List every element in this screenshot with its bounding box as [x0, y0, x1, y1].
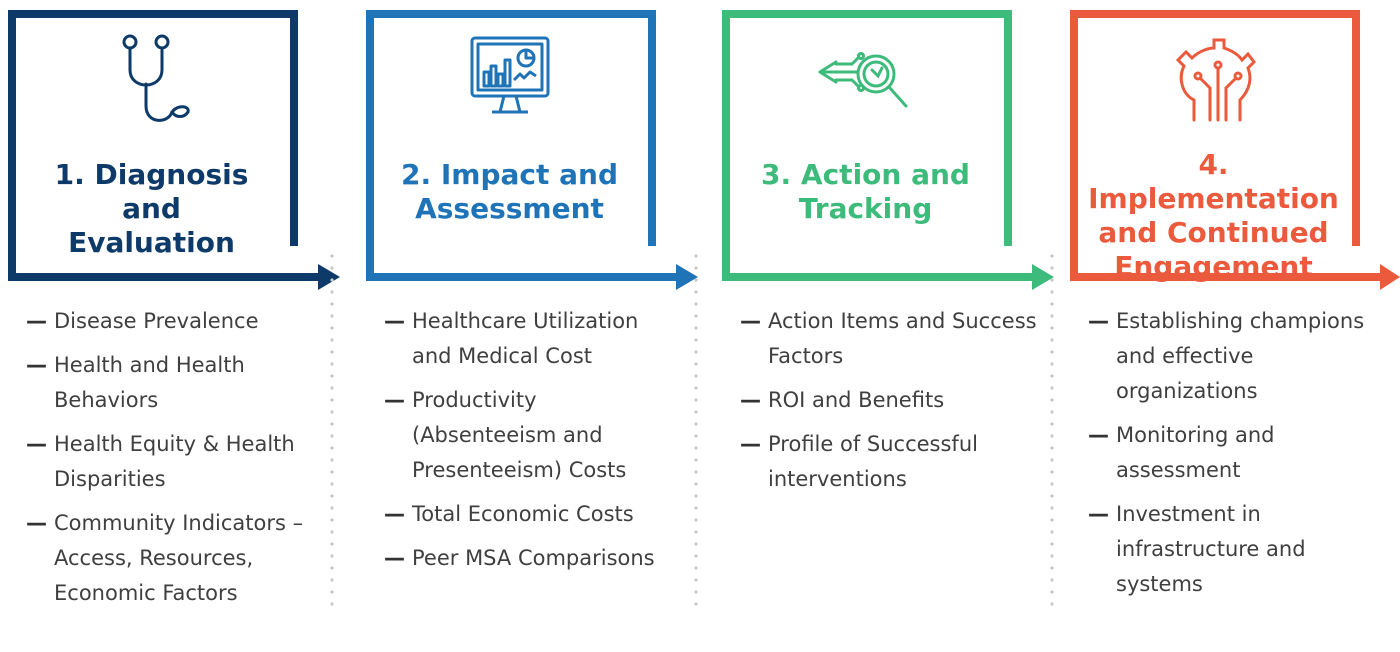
step-1-frame — [8, 10, 340, 290]
step-1-list: —Disease Prevalence —Health and Health B… — [26, 304, 326, 620]
analytics-monitor-icon — [470, 36, 549, 114]
step-2-box: 2. Impact and Assessment — [366, 10, 698, 290]
step-2: 2. Impact and Assessment —Healthcare Uti… — [358, 0, 718, 652]
list-item: —Establishing champions and effective or… — [1088, 309, 1365, 403]
list-item: —Profile of Successful interventions — [740, 432, 978, 491]
step-3: 3. Action and Tracking —Action Items and… — [714, 0, 1074, 652]
step-2-title: 2. Impact and Assessment — [401, 158, 618, 225]
list-item: —Investment in infrastructure and system… — [1088, 502, 1306, 596]
list-item: —ROI and Benefits — [740, 388, 945, 412]
list-item: —Community Indicators – Access, Resource… — [26, 511, 304, 605]
list-item: —Action Items and Success Factors — [740, 309, 1037, 368]
step-3-title: 3. Action and Tracking — [761, 158, 970, 225]
list-item: —Healthcare Utilization and Medical Cost — [384, 309, 639, 368]
step-3-list: —Action Items and Success Factors —ROI a… — [740, 304, 1040, 506]
dotted-divider — [330, 250, 334, 610]
step-4: 4. Implementation and Continued Engageme… — [1062, 0, 1400, 652]
list-item: —Disease Prevalence — [26, 309, 259, 333]
step-3-box: 3. Action and Tracking — [722, 10, 1054, 290]
step-1-title: 1. Diagnosis and Evaluation — [54, 158, 249, 259]
list-item: —Monitoring and assessment — [1088, 423, 1275, 482]
list-item: —Health and Health Behaviors — [26, 353, 245, 412]
dotted-divider — [1050, 250, 1054, 610]
list-item: —Productivity (Absenteeism and Presentee… — [384, 388, 627, 482]
list-item: —Health Equity & Health Disparities — [26, 432, 295, 491]
step-3-frame — [722, 10, 1054, 290]
dotted-divider — [694, 250, 698, 610]
step-2-frame — [366, 10, 698, 290]
step-1: 1. Diagnosis and Evaluation —Disease Pre… — [0, 0, 360, 652]
magnifier-circuit-icon — [818, 52, 907, 108]
step-4-box: 4. Implementation and Continued Engageme… — [1070, 10, 1400, 290]
gear-circuit-icon — [1175, 38, 1256, 122]
stethoscope-icon — [122, 34, 190, 122]
step-4-list: —Establishing champions and effective or… — [1088, 304, 1378, 611]
list-item: —Total Economic Costs — [384, 502, 634, 526]
step-4-title: 4. Implementation and Continued Engageme… — [1088, 148, 1339, 283]
step-4-frame — [1070, 10, 1400, 290]
list-item: —Peer MSA Comparisons — [384, 546, 655, 570]
step-1-box: 1. Diagnosis and Evaluation — [8, 10, 340, 290]
step-2-list: —Healthcare Utilization and Medical Cost… — [384, 304, 684, 585]
